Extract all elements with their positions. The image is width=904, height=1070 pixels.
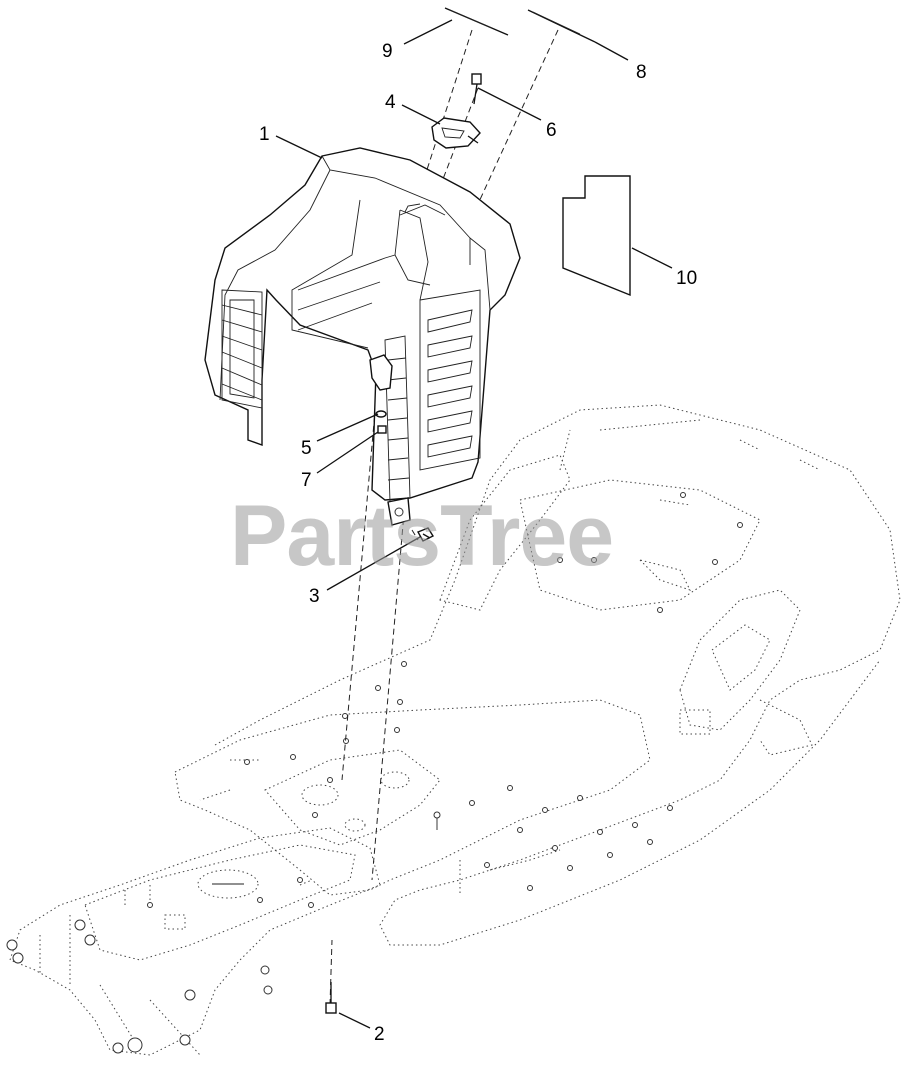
callouts: 9 8 4 6 1 10 5 7 3 2 <box>259 41 697 1045</box>
callout-2: 2 <box>374 1024 385 1045</box>
bolt-part-3 <box>417 527 435 542</box>
decal-part-9 <box>444 7 509 36</box>
callout-6: 6 <box>546 120 557 141</box>
callout-5: 5 <box>301 438 312 459</box>
callout-3: 3 <box>309 586 320 607</box>
decal-part-10 <box>562 175 631 297</box>
mounting-holes <box>147 492 743 908</box>
decal-part-8 <box>527 9 596 43</box>
knob-part-4 <box>431 117 481 149</box>
callout-8: 8 <box>636 62 647 83</box>
callout-10: 10 <box>676 268 697 289</box>
leader-lines <box>275 19 673 1029</box>
watermark-logo: PartsTree <box>230 488 613 584</box>
callout-1: 1 <box>259 124 270 145</box>
washer-part-5 <box>375 410 387 418</box>
callout-9: 9 <box>382 41 393 62</box>
bolt-part-2 <box>325 982 337 1014</box>
bolt-part-6 <box>471 73 482 105</box>
callout-4: 4 <box>385 92 396 113</box>
seat-shroud-part-1 <box>204 147 521 526</box>
seat-base <box>174 699 651 896</box>
callout-7: 7 <box>301 470 312 491</box>
nut-part-7 <box>377 425 387 434</box>
tractor-frame <box>6 827 381 1056</box>
